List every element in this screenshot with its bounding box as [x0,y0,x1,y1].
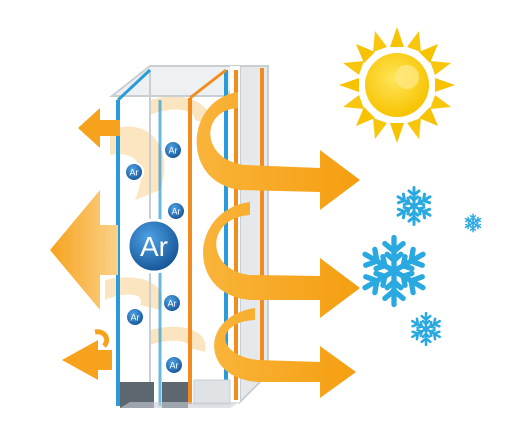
heat-flow-arrow-icon [50,108,120,380]
argon-bubble-label: Ar [131,313,140,323]
argon-bubble: Ar [162,293,182,313]
snowflake-icon [395,188,432,225]
argon-bubble-label: Ar [130,168,139,178]
argon-bubble-label: Ar [170,361,179,371]
argon-bubble-label: Ar [140,342,157,359]
snowflake-icon [410,313,442,345]
heat-flow-arrow-icon [196,92,360,398]
argon-bubble-label: Ar [169,146,178,156]
snowflake-icon [360,238,427,305]
argon-bubble-large: Ar [126,218,182,274]
argon-bubble: Ar [164,355,184,375]
argon-bubble: Ar [166,201,186,221]
argon-bubble: Ar [124,162,144,182]
argon-bubble: Ar [163,140,183,160]
argon-bubble-label: Ar [168,299,177,309]
argon-bubbles: Ar Ar Ar Ar Ar Ar Ar Ar [124,140,186,375]
argon-bubble-label: Ar [172,207,181,217]
argon-main-label: Ar [140,231,168,262]
snowflake-icon [464,214,482,232]
argon-bubble: Ar [125,307,145,327]
sun-icon [339,27,455,143]
